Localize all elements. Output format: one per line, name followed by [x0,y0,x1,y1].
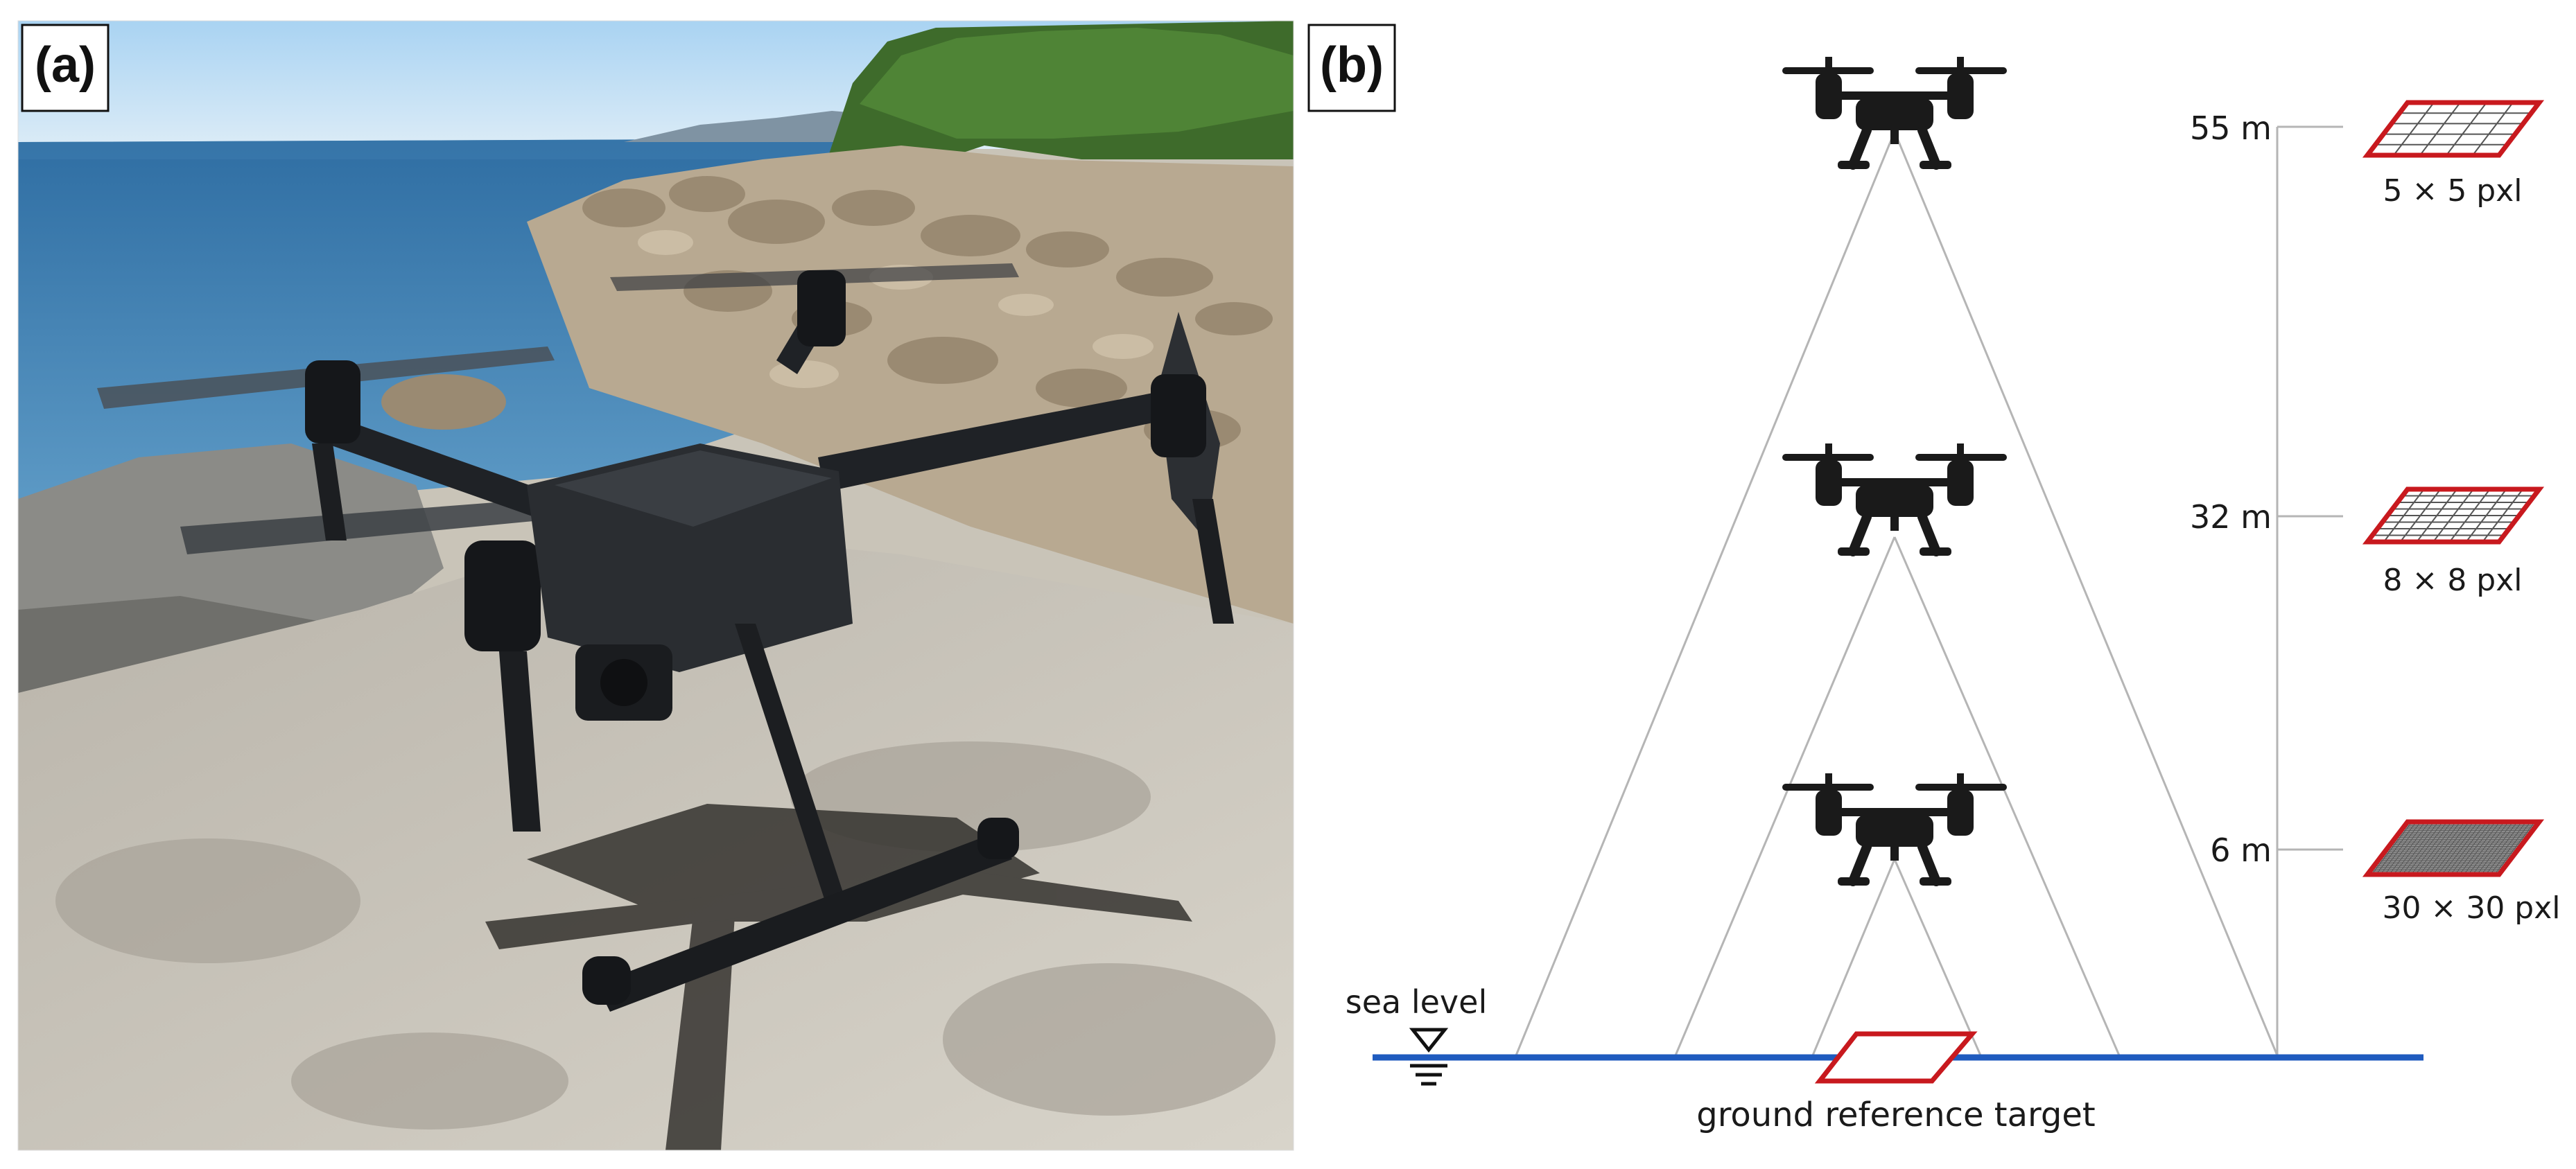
grid-outline [2362,819,2545,877]
grid-line [2393,102,2435,156]
fov-6m-right [1893,859,1982,1056]
grid-line [2465,489,2507,543]
grid-line [2489,821,2531,875]
panel-b-label: (b) [1320,37,1384,93]
grid-line [2448,489,2491,543]
fov-55m-left [1515,131,1896,1056]
grid-line [2446,102,2487,156]
photo-drone [97,263,1234,1012]
drone-icon-55m [1782,57,2007,169]
altitude-label-55m: 55 m [2190,109,2272,147]
altitude-scale [2276,125,2343,1055]
resolution-label-55m: 5 × 5 pxl [2383,173,2522,209]
fov-32m-left [1674,536,1896,1056]
panel-b-label-box [1307,24,1396,112]
resolution-label-32m: 8 × 8 pxl [2383,563,2522,598]
grid-line [2494,821,2536,875]
target-grid-8x8 [2362,486,2545,545]
altitude-label-6m: 6 m [2210,832,2272,869]
grid-line [2472,102,2514,156]
panel-a-label: (a) [35,37,96,93]
grid-line [2485,821,2527,875]
drone-photo [18,21,1294,1150]
ground-reference-target [1814,1031,1978,1084]
fov-55m-right [1893,131,2279,1056]
grid-outline [2362,100,2545,158]
target-grid-30x30 [2362,819,2545,877]
target-grid-5x5 [2362,100,2545,158]
panel-a-label-box [21,24,110,112]
grid-line [2482,489,2524,543]
ground-reference-target-label: ground reference target [1696,1096,2095,1134]
field-of-view-lines [1515,131,2279,1056]
drone-icon-6m [1782,773,2007,886]
grid-outline [2362,486,2545,545]
fov-6m-left [1811,859,1896,1056]
resolution-label-6m: 30 × 30 pxl [2383,890,2561,926]
altitude-label-32m: 32 m [2190,498,2272,536]
sea-level-label: sea level [1346,983,1487,1021]
sea-level-symbol [1409,1028,1449,1086]
fov-32m-right [1893,536,2121,1056]
grid-line [2481,821,2523,875]
grid-background [2367,103,2539,155]
grid-line [2419,102,2461,156]
